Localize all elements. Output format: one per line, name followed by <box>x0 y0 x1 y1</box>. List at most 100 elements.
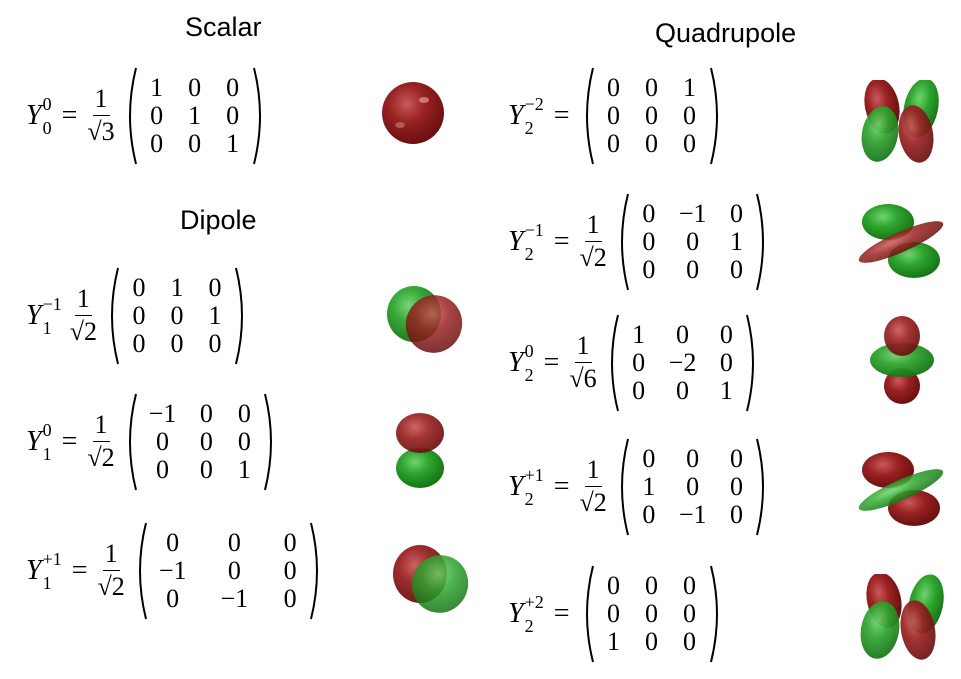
cell: 0 <box>642 500 656 529</box>
section-title-quadrupole: Quadrupole <box>655 18 797 48</box>
coef-numerator: 1 <box>92 85 110 116</box>
cell: −1 <box>148 399 177 428</box>
coef-denominator: √2 <box>87 443 115 472</box>
cell: 1 <box>719 376 733 405</box>
cell: 0 <box>607 599 621 628</box>
coef-denominator: √2 <box>579 243 607 272</box>
coef-numerator: 1 <box>74 285 92 316</box>
cell: −1 <box>678 500 707 529</box>
left-paren <box>123 392 137 492</box>
cell: 0 <box>719 320 733 349</box>
right-paren <box>252 66 267 166</box>
cell: 0 <box>155 427 169 456</box>
cell: 0 <box>686 472 700 501</box>
order-m: −2 <box>524 94 544 114</box>
cell: 0 <box>729 255 743 284</box>
order-m: 0 <box>42 94 52 114</box>
section-title-scalar: Scalar <box>185 12 262 42</box>
symbol: Y <box>508 347 524 378</box>
cell: 0 <box>729 444 743 473</box>
symbol: Y <box>26 100 42 131</box>
left-paren <box>605 313 619 413</box>
cell: 0 <box>150 129 164 158</box>
cell: 1 <box>632 320 646 349</box>
cell: 1 <box>226 129 240 158</box>
order-m: +1 <box>524 465 544 485</box>
coefficient: 1√3 <box>87 85 114 146</box>
cell: 0 <box>607 129 621 158</box>
d-orbital-icon <box>870 316 934 404</box>
coef-denominator: √2 <box>579 488 607 517</box>
cell: 0 <box>683 571 697 600</box>
cell: 0 <box>607 101 621 130</box>
d-orbital-icon <box>860 574 944 660</box>
cell: 0 <box>683 129 697 158</box>
right-paren <box>310 521 324 621</box>
degree-l: 2 <box>524 365 534 385</box>
p-orbital-icon <box>387 286 463 353</box>
cell: 0 <box>642 444 656 473</box>
coef-numerator: 1 <box>584 211 602 242</box>
equals-sign: = <box>71 555 88 586</box>
coefficient: 1√2 <box>580 211 607 272</box>
coef-denominator: √2 <box>69 317 98 346</box>
equals-sign: = <box>553 598 570 629</box>
cell: 0 <box>642 255 656 284</box>
cell: 1 <box>729 227 743 256</box>
cell: 1 <box>150 73 164 102</box>
degree-l: 1 <box>42 318 52 338</box>
order-m: −1 <box>42 294 62 314</box>
equals-sign: = <box>553 471 570 502</box>
equals-sign: = <box>61 100 78 131</box>
d-orbital-icon <box>861 80 939 163</box>
cell: 0 <box>729 199 743 228</box>
degree-l: 2 <box>524 616 534 636</box>
right-paren <box>264 392 278 492</box>
cell: 1 <box>642 472 656 501</box>
cell: 0 <box>729 500 743 529</box>
degree-l: 2 <box>524 244 534 264</box>
p-orbital-icon <box>393 545 469 613</box>
coef-numerator: 1 <box>102 540 120 571</box>
spherical-harmonic-label: Y −1 1 <box>26 294 62 338</box>
cell: 0 <box>675 376 689 405</box>
cell: 0 <box>199 455 213 484</box>
degree-l: 2 <box>524 118 534 138</box>
cell: 1 <box>170 273 184 302</box>
cell: 0 <box>729 472 743 501</box>
cell: 0 <box>132 329 146 358</box>
cell: 0 <box>683 627 697 656</box>
cell: 0 <box>607 571 621 600</box>
symbol: Y <box>26 300 42 331</box>
right-paren <box>756 192 770 292</box>
cell: 0 <box>283 584 297 613</box>
cell: 0 <box>166 584 180 613</box>
order-m: −1 <box>524 220 544 240</box>
cell: 0 <box>607 73 621 102</box>
cell: 0 <box>683 101 697 130</box>
d-orbital-icon <box>858 452 944 526</box>
